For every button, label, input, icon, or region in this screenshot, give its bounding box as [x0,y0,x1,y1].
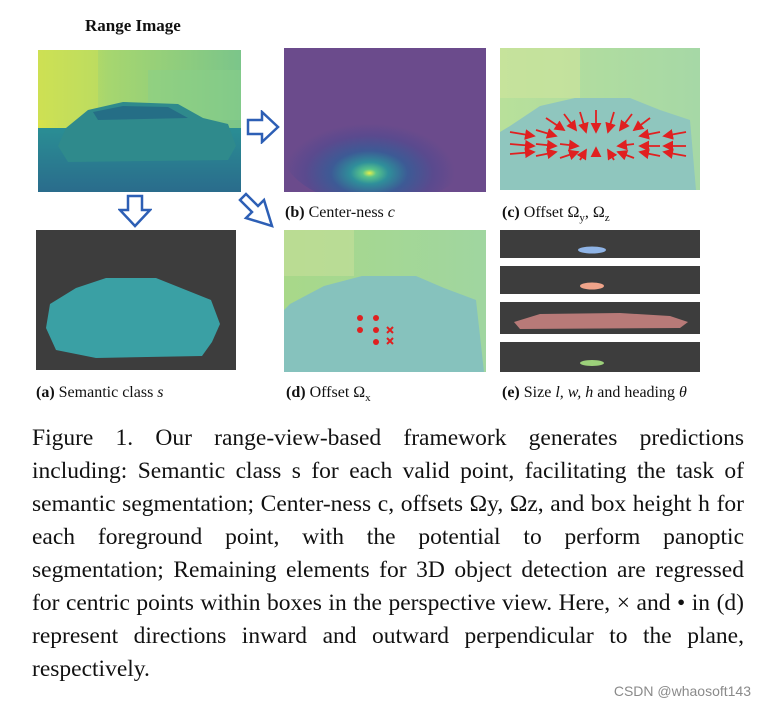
caption-e-vars: l, w, h [555,384,594,401]
caption-d: (d) Offset Ωx [286,384,371,404]
caption-d-text: Offset Ω [309,384,366,401]
caption-e-tag: (e) [502,384,520,401]
caption-b: (b) Center-ness c [285,204,395,222]
caption-d-tag: (d) [286,384,306,401]
range-image-panel [38,50,241,192]
caption-e-mid: and heading [597,384,675,401]
caption-b-tag: (b) [285,204,305,221]
size-heading-graphic [500,230,700,372]
caption-c: (c) Offset Ωy, Ωz [502,204,610,224]
caption-e: (e) Size l, w, h and heading θ [502,384,687,402]
caption-c-text: Offset Ω [523,204,580,221]
caption-d-sub: x [365,392,371,405]
caption-b-text: Center-ness [308,204,384,221]
offset-x-graphic [284,230,486,372]
right-arrow-icon [246,110,280,144]
inward-crosses [386,326,394,345]
offset-x-panel [284,230,486,372]
size-heading-panel [500,230,700,372]
caption-a: (a) Semantic class s [36,384,164,402]
caption-a-tag: (a) [36,384,55,401]
offset-arrows [509,110,687,161]
caption-e-text: Size [523,384,552,401]
range-image-graphic [38,50,241,192]
diagonal-arrow-icon [236,190,276,230]
caption-b-var: c [387,204,395,221]
outward-dots [357,315,379,345]
offset-yz-panel [500,48,700,190]
caption-c-sub2: z [604,212,610,225]
caption-c-sub1: y [579,212,585,225]
offset-yz-graphic [500,48,700,190]
down-arrow-icon [118,194,152,228]
caption-a-var: s [157,384,164,401]
figure-caption: Figure 1. Our range-view-based framework… [32,425,744,682]
caption-a-text: Semantic class [58,384,154,401]
centerness-graphic [284,48,486,192]
caption-c-tag: (c) [502,204,520,221]
range-image-title: Range Image [85,16,181,35]
semantic-class-panel [36,230,236,370]
caption-c-sep: , Ω [584,204,605,221]
caption-e-var2: θ [679,384,687,401]
centerness-panel [284,48,486,192]
semantic-class-graphic [36,230,236,370]
watermark: CSDN @whaosoft143 [613,683,751,699]
